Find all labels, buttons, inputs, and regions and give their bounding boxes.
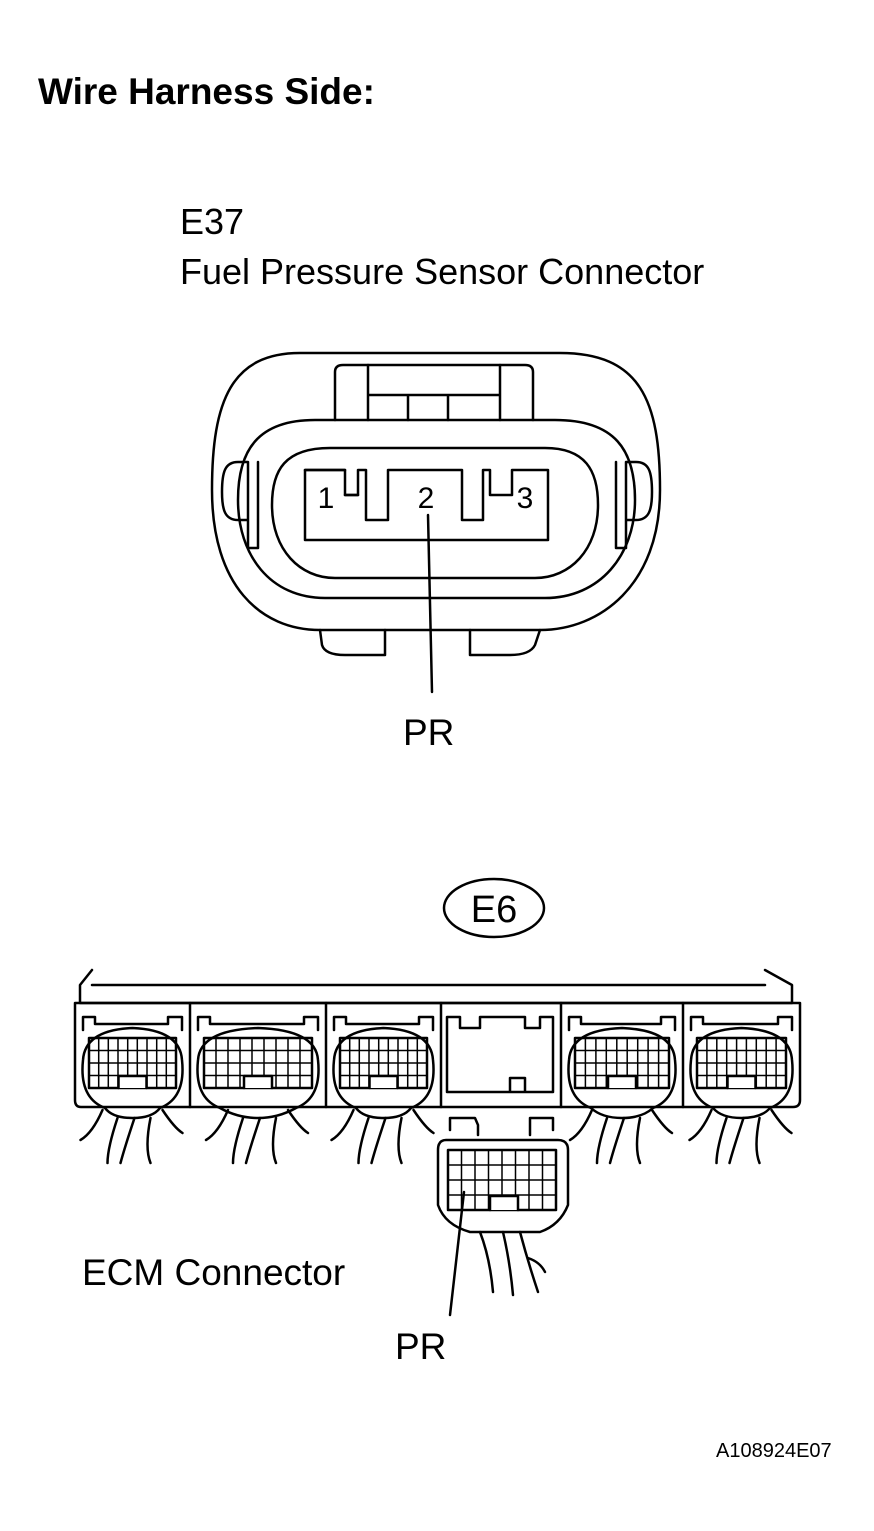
ecm-pr-leader-line [448,1190,466,1317]
sensor-connector-left-rib [220,460,260,550]
sensor-pin-1: 1 [318,482,335,515]
ecm-module-grid-lines [574,1037,670,1089]
sensor-connector-right-rib [614,460,654,550]
ecm-module-key-notch [726,1074,757,1090]
ecm-plug-grid-lines [447,1149,557,1211]
ecm-connector-drawing [73,968,802,1317]
ecm-module-top-notch [196,1015,320,1032]
ecm-plug-wires [478,1230,547,1297]
ecm-module-top-notch [689,1015,794,1032]
sensor-pin-2: 2 [418,482,435,515]
ecm-module-5 [688,1015,794,1165]
ecm-module-grid-lines [696,1037,787,1089]
ecm-module-wires [330,1108,435,1165]
ecm-module-cavity [196,1026,320,1120]
ecm-module-dividers [188,1001,685,1109]
ecm-module-key-notch [368,1074,399,1090]
sensor-connector-drawing: 1 2 3 [210,351,662,694]
ecm-plug-body [448,1116,555,1137]
ecm-module-1 [79,1015,184,1165]
ecm-module-wires [568,1108,674,1165]
reference-code: A108924E07 [716,1440,832,1462]
ecm-empty-module [445,1015,555,1094]
sensor-connector-inner-shell [236,418,637,600]
ecm-module-4 [567,1015,677,1165]
ecm-top-cover [78,968,794,1005]
sensor-connector-right-latch [468,628,542,657]
sensor-connector-terminal-block [303,468,550,542]
ecm-module-wires [688,1108,793,1165]
ecm-module-key-notch [242,1074,274,1090]
sensor-connector-terminal-detail [303,468,360,497]
ecm-module-cavity [689,1026,794,1120]
sensor-connector-left-latch [318,628,387,657]
ecm-connector-code: E6 [471,889,517,931]
sensor-connector-code: E37 [180,201,245,242]
ecm-connector-modules [79,1015,794,1165]
ecm-module-wires [204,1108,310,1165]
ecm-connector-code-badge: E6 [442,877,546,939]
diagram-heading: Wire Harness Side: [38,71,375,112]
ecm-module-top-notch [567,1015,677,1032]
ecm-plug-key-notch [488,1194,520,1212]
sensor-connector-lock-tab [333,363,535,422]
ecm-main-housing [73,1001,802,1109]
ecm-module-grid-lines [339,1037,428,1089]
ecm-module-cavity [332,1026,435,1120]
ecm-connector-name: ECM Connector [82,1252,346,1293]
ecm-module-top-notch [332,1015,435,1032]
ecm-module-grid-lines [203,1037,313,1089]
sensor-connector-name: Fuel Pressure Sensor Connector [180,251,705,292]
ecm-module-2 [196,1015,320,1165]
sensor-pin-3: 3 [517,482,534,515]
ecm-wire-label: PR [395,1326,447,1367]
ecm-module-cavity [81,1026,184,1120]
sensor-connector-lock-detail [366,363,502,422]
ecm-module-key-notch [117,1074,148,1090]
ecm-module-cavity [567,1026,677,1120]
ecm-module-top-notch [81,1015,184,1032]
ecm-module-key-notch [606,1074,638,1090]
ecm-module-wires [79,1108,184,1165]
sensor-pr-leader-line [426,513,434,694]
sensor-connector-cavity-rim [270,446,600,580]
sensor-wire-label: PR [403,712,455,753]
ecm-module-grid-lines [88,1037,177,1089]
ecm-code-ellipse [442,877,546,939]
ecm-module-3 [330,1015,435,1165]
ecm-plug-housing [436,1138,570,1234]
ecm-plug-terminal-grid [446,1148,558,1212]
